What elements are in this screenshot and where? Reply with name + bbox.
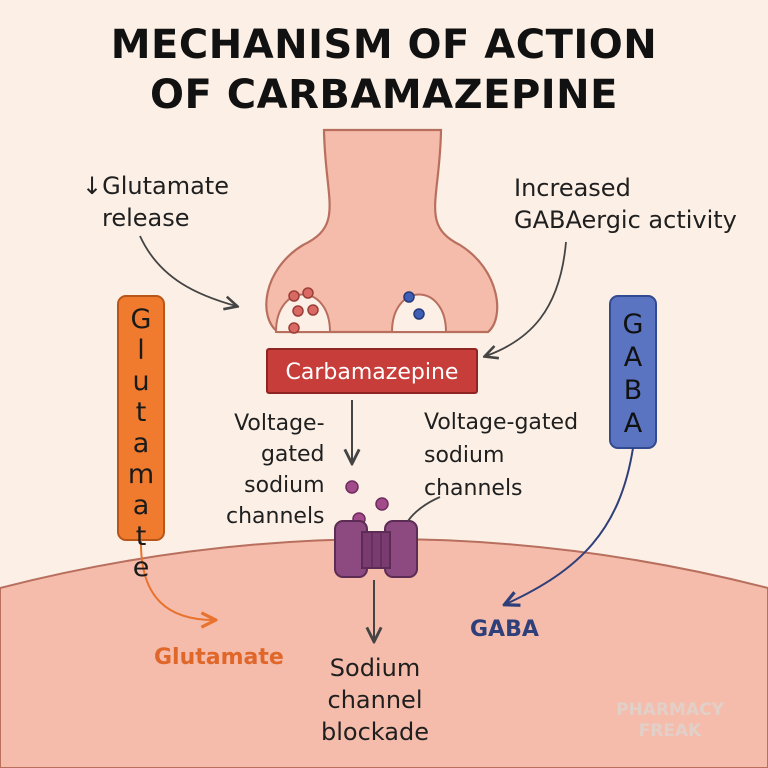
gaba-activity-line1: Increased — [514, 174, 631, 202]
glutamate-bottom-label: Glutamate — [154, 645, 284, 670]
arrow-glutamate-release — [139, 235, 236, 306]
arrow-gaba — [506, 447, 634, 604]
gaba-bar-letter: A — [623, 342, 643, 373]
glutamate-release-line1: ↓Glutamate — [82, 172, 229, 200]
pointer-line — [407, 496, 441, 522]
sodium-ions — [345, 480, 389, 526]
gaba-vesicles — [403, 291, 425, 320]
vg-left-line1: Voltage- — [234, 411, 325, 436]
glutamate-bar-letter: G — [130, 304, 152, 335]
arrow-glutamate — [139, 539, 214, 620]
watermark: PHARMACY FREAK — [600, 700, 740, 742]
glutamate-release-label: ↓Glutamate release — [82, 170, 229, 234]
vg-right-label: Voltage-gated sodium channels — [424, 406, 578, 505]
presynaptic-terminal — [265, 128, 499, 334]
watermark-line1: PHARMACY — [616, 700, 724, 720]
blockade-line2: channel — [327, 686, 423, 714]
sodium-channel — [334, 520, 418, 578]
blockade-line3: blockade — [321, 718, 429, 746]
glutamate-bar-letter: t — [135, 521, 147, 552]
arrow-gaba-activity — [486, 241, 567, 356]
glutamate-bar-letter: l — [137, 335, 145, 366]
glutamate-bar-letter: u — [132, 366, 150, 397]
glutamate-release-line2: release — [102, 204, 190, 232]
gaba-bar-letter: G — [622, 309, 644, 340]
glutamate-bar-letter: t — [135, 397, 147, 428]
glutamate-bar-letter: a — [132, 490, 150, 521]
glutamate-bar-letter: a — [132, 428, 150, 459]
watermark-line2: FREAK — [638, 721, 702, 741]
vg-left-line2: gated — [260, 442, 325, 467]
vg-right-line3: channels — [424, 476, 523, 501]
vg-left-line4: channels — [226, 504, 325, 529]
blockade-label: Sodium channel blockade — [300, 652, 450, 748]
gaba-bottom-label: GABA — [470, 617, 539, 642]
gaba-activity-line2: GABAergic activity — [514, 206, 737, 234]
title-line-2: OF CARBAMAZEPINE — [150, 72, 618, 118]
carbamazepine-box: Carbamazepine — [266, 348, 478, 394]
glutamate-vesicles — [288, 287, 319, 334]
glutamate-bar-letter: m — [127, 459, 155, 490]
title-line-1: MECHANISM OF ACTION — [110, 22, 658, 68]
blockade-line1: Sodium — [329, 654, 421, 682]
vg-right-line2: sodium — [424, 443, 505, 468]
gaba-bar-letter: A — [623, 408, 643, 439]
gaba-bar-letter: B — [623, 375, 643, 406]
vg-right-line1: Voltage-gated — [424, 410, 579, 435]
glutamate-bar-text: G l u t a m a t e — [118, 304, 164, 583]
gaba-activity-label: Increased GABAergic activity — [514, 172, 737, 236]
gaba-bar-text: G A B A — [610, 308, 656, 440]
vg-left-line3: sodium — [244, 473, 325, 498]
vg-left-label: Voltage- gated sodium channels — [226, 408, 325, 532]
glutamate-bar-letter: e — [132, 552, 150, 583]
